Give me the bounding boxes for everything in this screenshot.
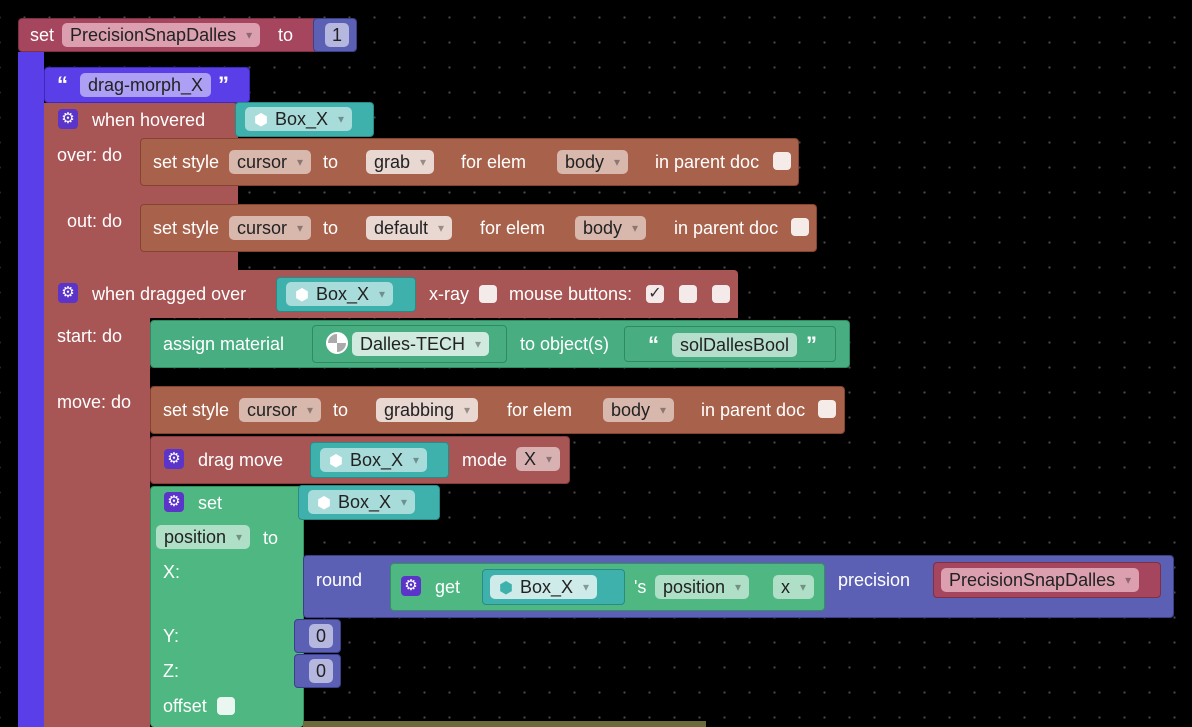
property-dropdown[interactable]: position <box>156 525 251 549</box>
in-parent-doc-label: in parent doc <box>655 152 760 172</box>
open-quote-icon: “ <box>57 72 68 97</box>
in-parent-doc-checkbox[interactable] <box>791 218 809 236</box>
offset-label: offset <box>163 696 207 716</box>
target-object-field[interactable]: solDallesBool <box>672 333 798 357</box>
style-prop-dropdown[interactable]: cursor <box>239 398 322 422</box>
start-do-label: start: do <box>57 326 123 346</box>
drag-title: when dragged over <box>92 284 247 304</box>
to-label: to <box>323 218 339 238</box>
out-do-label: out: do <box>67 211 123 231</box>
z-value-field[interactable]: 0 <box>309 659 334 683</box>
cube-icon: ⬢ <box>254 112 268 129</box>
to-label: to <box>263 528 279 548</box>
set-label: set <box>30 25 55 45</box>
style-prop-dropdown[interactable]: cursor <box>229 150 312 174</box>
set-style-label: set style <box>153 218 220 238</box>
in-parent-doc-label: in parent doc <box>674 218 779 238</box>
mode-dropdown[interactable]: X <box>516 447 561 471</box>
gear-icon[interactable]: ⚙ <box>164 492 184 512</box>
assign-material-label: assign material <box>163 334 285 354</box>
cube-icon: ⬢ <box>499 580 513 597</box>
offset-checkbox[interactable] <box>217 697 235 715</box>
y-label: Y: <box>163 626 180 646</box>
set-position-block[interactable] <box>150 486 304 727</box>
set-style-label: set style <box>153 152 220 172</box>
for-elem-label: for elem <box>507 400 573 420</box>
get-label: get <box>435 577 461 597</box>
text-field[interactable]: drag-morph_X <box>80 73 212 97</box>
style-value-dropdown[interactable]: grab <box>366 150 435 174</box>
object-name: Box_X <box>350 450 404 470</box>
open-quote-icon: “ <box>648 332 659 357</box>
close-quote-icon: ” <box>806 332 817 357</box>
object-dropdown[interactable]: ⬢ Box_X <box>490 575 598 599</box>
axis-dropdown[interactable]: x <box>773 575 814 599</box>
object-name: Box_X <box>275 109 329 129</box>
object-dropdown[interactable]: ⬢ Box_X <box>245 107 353 131</box>
next-block-edge <box>303 721 706 727</box>
cube-icon: ⬢ <box>329 453 343 470</box>
object-dropdown[interactable]: ⬢ Box_X <box>308 490 416 514</box>
style-value-dropdown[interactable]: default <box>366 216 453 240</box>
elem-dropdown[interactable]: body <box>557 150 629 174</box>
to-label: to <box>333 400 349 420</box>
in-parent-doc-checkbox[interactable] <box>818 400 836 418</box>
xray-checkbox[interactable] <box>479 285 497 303</box>
cube-icon: ⬢ <box>317 495 331 512</box>
over-do-label: over: do <box>57 145 123 165</box>
close-quote-icon: ” <box>218 72 229 97</box>
y-value-field[interactable]: 0 <box>309 624 334 648</box>
z-label: Z: <box>163 661 179 681</box>
hover-event-bottom <box>44 255 238 271</box>
object-name: Box_X <box>316 284 370 304</box>
x-label: X: <box>163 562 181 582</box>
mouse-button-left-checkbox[interactable]: ✓ <box>646 285 664 303</box>
mouse-button-right-checkbox[interactable] <box>712 285 730 303</box>
elem-dropdown[interactable]: body <box>575 216 647 240</box>
set-label: set <box>198 493 223 513</box>
object-name: Box_X <box>338 492 392 512</box>
precision-variable-dropdown[interactable]: PrecisionSnapDalles <box>941 568 1140 592</box>
variable-dropdown[interactable]: PrecisionSnapDalles <box>62 23 261 47</box>
number-field[interactable]: 1 <box>325 23 350 47</box>
precision-label: precision <box>838 570 911 590</box>
object-dropdown[interactable]: ⬢ Box_X <box>286 282 394 306</box>
object-name: Box_X <box>520 577 574 597</box>
elem-dropdown[interactable]: body <box>603 398 675 422</box>
material-icon <box>326 332 348 354</box>
style-prop-dropdown[interactable]: cursor <box>229 216 312 240</box>
gear-icon[interactable]: ⚙ <box>58 109 78 129</box>
move-do-label: move: do <box>57 392 132 412</box>
gear-icon[interactable]: ⚙ <box>164 449 184 469</box>
style-value-dropdown[interactable]: grabbing <box>376 398 479 422</box>
xray-label: x-ray <box>429 284 469 304</box>
for-elem-label: for elem <box>480 218 546 238</box>
drag-move-label: drag move <box>198 450 284 470</box>
to-label: to <box>278 25 294 45</box>
gear-icon[interactable]: ⚙ <box>401 576 421 596</box>
gear-icon[interactable]: ⚙ <box>58 283 78 303</box>
get-property-dropdown[interactable]: position <box>655 575 750 599</box>
object-dropdown[interactable]: ⬢ Box_X <box>320 448 428 472</box>
in-parent-doc-label: in parent doc <box>701 400 806 420</box>
to-objects-label: to object(s) <box>520 334 610 354</box>
possessive-label: 's <box>634 577 647 597</box>
in-parent-doc-checkbox[interactable] <box>773 152 791 170</box>
to-label: to <box>323 152 339 172</box>
drag-event-spine <box>44 318 150 727</box>
hover-title: when hovered <box>92 110 206 130</box>
material-dropdown[interactable]: Dalles-TECH <box>352 332 490 356</box>
set-style-label: set style <box>163 400 230 420</box>
mouse-button-middle-checkbox[interactable] <box>679 285 697 303</box>
mode-label: mode <box>462 450 508 470</box>
mouse-buttons-label: mouse buttons: <box>509 284 633 304</box>
for-elem-label: for elem <box>461 152 527 172</box>
round-label: round <box>316 570 363 590</box>
text-container-bar <box>18 52 44 727</box>
cube-icon: ⬢ <box>295 287 309 304</box>
